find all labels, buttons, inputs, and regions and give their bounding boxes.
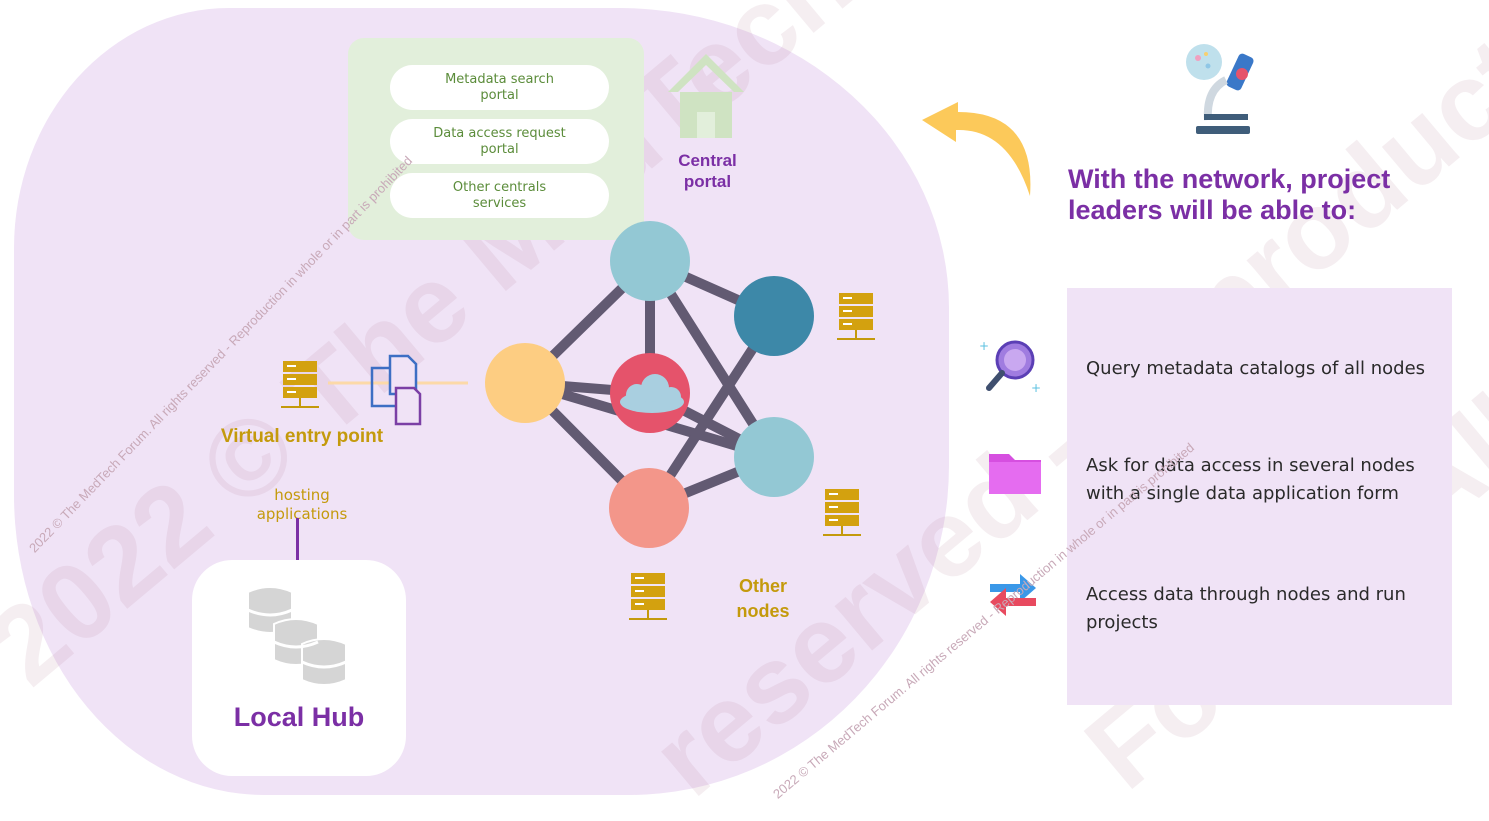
server-icon (281, 361, 319, 408)
local-hub-label: Local Hub (233, 702, 365, 732)
server-icon (823, 489, 861, 536)
feature-query-metadata: Query metadata catalogs of all nodes (1086, 358, 1426, 379)
other-nodes-label: Other nodes (736, 576, 790, 621)
node-top (610, 221, 690, 301)
svg-text:+: + (1031, 381, 1041, 395)
feature-data-access-request: Ask for data access in several nodes wit… (1086, 455, 1415, 504)
server-icon (837, 293, 875, 340)
hub-connector-line (296, 518, 299, 562)
metadata-search-service: Metadata search portal (390, 65, 609, 110)
node-left (485, 343, 565, 423)
svg-text:+: + (979, 339, 989, 353)
central-portal-label: Central portal (678, 151, 737, 191)
folder-icon (989, 454, 1041, 494)
virtual-entry-point-title: Virtual entry point (220, 426, 384, 447)
transfer-arrows-icon (990, 574, 1036, 616)
curved-arrow-icon (922, 102, 1031, 196)
network-graph (328, 221, 814, 548)
microscope-icon (1186, 44, 1254, 134)
documents-icon (370, 354, 422, 426)
features-panel (1067, 288, 1452, 705)
magnifier-catalog-icon: + + (979, 339, 1041, 395)
node-right-top (734, 276, 814, 356)
panel-heading: With the network, project leaders will b… (1068, 164, 1391, 225)
data-access-request-service: Data access request portal (390, 119, 609, 164)
feature-access-run-projects: Access data through nodes and run projec… (1086, 584, 1406, 633)
database-icon (247, 586, 347, 686)
node-right-bottom (734, 417, 814, 497)
server-icon (629, 573, 667, 620)
other-central-services: Other centrals services (390, 173, 609, 218)
virtual-entry-point-subtitle: hosting applications (256, 486, 348, 523)
house-icon (668, 54, 744, 138)
node-bottom (609, 468, 689, 548)
local-hub-box (192, 560, 406, 776)
cloud-icon (620, 374, 684, 413)
